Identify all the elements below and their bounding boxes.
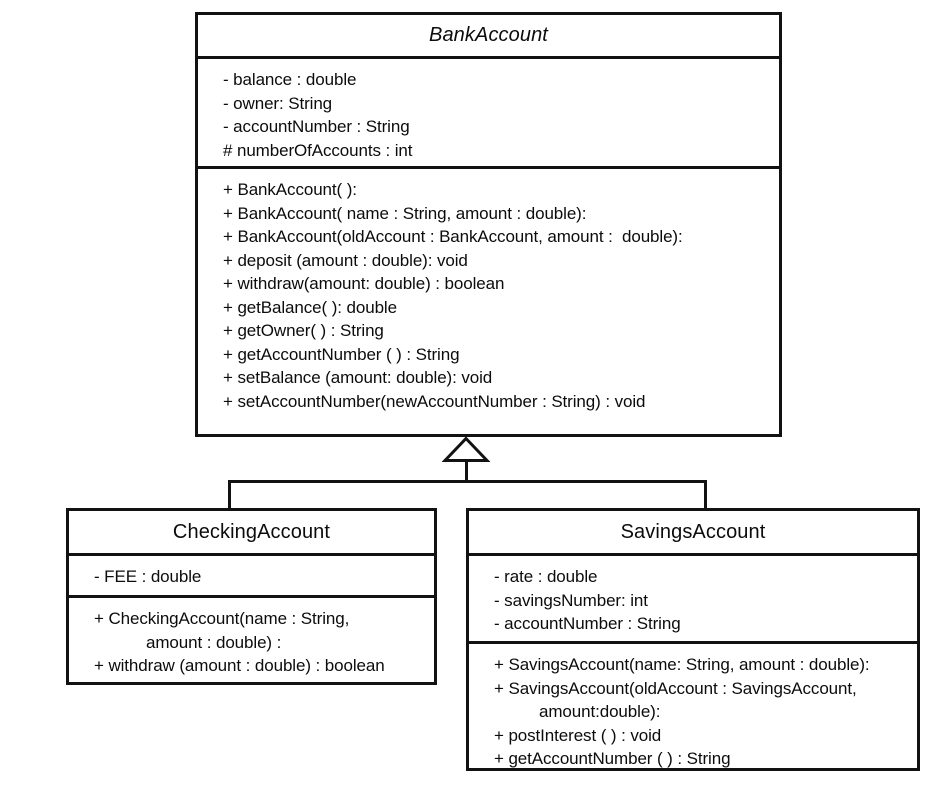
class-box-savingsaccount[interactable]: SavingsAccount - rate : double - savings… — [466, 508, 920, 771]
attribute-row: - balance : double — [223, 70, 357, 89]
method-row: + getOwner( ) : String — [223, 321, 384, 340]
method-row: + getAccountNumber ( ) : String — [223, 344, 460, 364]
method-row: + SavingsAccount(oldAccount : SavingsAcc… — [494, 678, 857, 698]
attribute-row: - rate : double — [494, 567, 598, 586]
method-row-continuation: amount:double): — [539, 702, 661, 721]
method-row: + setBalance (amount: double): void — [223, 368, 493, 387]
attribute-row: - accountNumber : String — [223, 117, 410, 136]
method-row-continuation: amount : double) : — [146, 632, 282, 652]
method-row: + CheckingAccount(name : String, — [94, 609, 350, 628]
methods-compartment-checkingaccount: + CheckingAccount(name : String, amount … — [69, 595, 434, 682]
method-row: + BankAccount( ): — [223, 180, 357, 199]
method-row: + withdraw(amount: double) : boolean — [223, 274, 505, 293]
class-box-bankaccount[interactable]: BankAccount - balance : double - owner: … — [195, 12, 782, 437]
attribute-row: - FEE : double — [94, 567, 202, 586]
attribute-row: # numberOfAccounts : int — [223, 140, 413, 160]
attribute-row: - accountNumber : String — [494, 614, 681, 633]
attributes-compartment-checkingaccount: - FEE : double — [69, 553, 434, 595]
method-row: + postInterest ( ) : void — [494, 725, 662, 745]
method-row: + BankAccount(oldAccount : BankAccount, … — [223, 227, 683, 246]
generalization-stem — [464, 459, 468, 483]
method-row: + BankAccount( name : String, amount : d… — [223, 203, 587, 223]
attributes-compartment-savingsaccount: - rate : double - savingsNumber: int - a… — [469, 553, 917, 641]
generalization-arrowhead-icon — [441, 436, 491, 462]
method-row: + SavingsAccount(name: String, amount : … — [494, 655, 870, 674]
methods-compartment-bankaccount: + BankAccount( ): + BankAccount( name : … — [198, 166, 779, 428]
generalization-drop-checkingaccount — [228, 480, 231, 511]
method-row: + getBalance( ): double — [223, 297, 397, 317]
attributes-compartment-bankaccount: - balance : double - owner: String - acc… — [198, 56, 779, 166]
class-name-savingsaccount: SavingsAccount — [620, 520, 766, 543]
class-box-checkingaccount[interactable]: CheckingAccount - FEE : double + Checkin… — [66, 508, 437, 685]
generalization-drop-savingsaccount — [704, 480, 707, 511]
method-row: + getAccountNumber ( ) : String — [494, 749, 731, 768]
class-name-bankaccount: BankAccount — [429, 24, 548, 46]
method-row: + deposit (amount : double): void — [223, 250, 468, 270]
attribute-row: - savingsNumber: int — [494, 590, 648, 610]
methods-compartment-savingsaccount: + SavingsAccount(name: String, amount : … — [469, 641, 917, 768]
method-row: + withdraw (amount : double) : boolean — [94, 656, 385, 675]
generalization-bus — [228, 480, 707, 483]
attribute-row: - owner: String — [223, 93, 333, 113]
class-name-checkingaccount: CheckingAccount — [172, 520, 331, 543]
method-row: + setAccountNumber(newAccountNumber : St… — [223, 391, 646, 411]
